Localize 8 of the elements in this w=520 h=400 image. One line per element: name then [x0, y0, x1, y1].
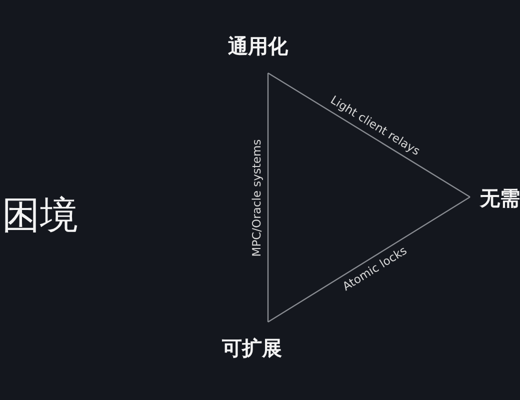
- heading-text: 困境: [2, 196, 78, 234]
- connector-line: [268, 196, 470, 323]
- connector-line: [268, 72, 470, 198]
- edge-label: MPC/Oracle systems: [251, 138, 263, 256]
- vertex-label: 无需: [480, 188, 520, 208]
- vertex-label: 可扩展: [222, 338, 282, 358]
- vertex-label: 通用化: [228, 36, 288, 56]
- connector-line: [267, 73, 269, 322]
